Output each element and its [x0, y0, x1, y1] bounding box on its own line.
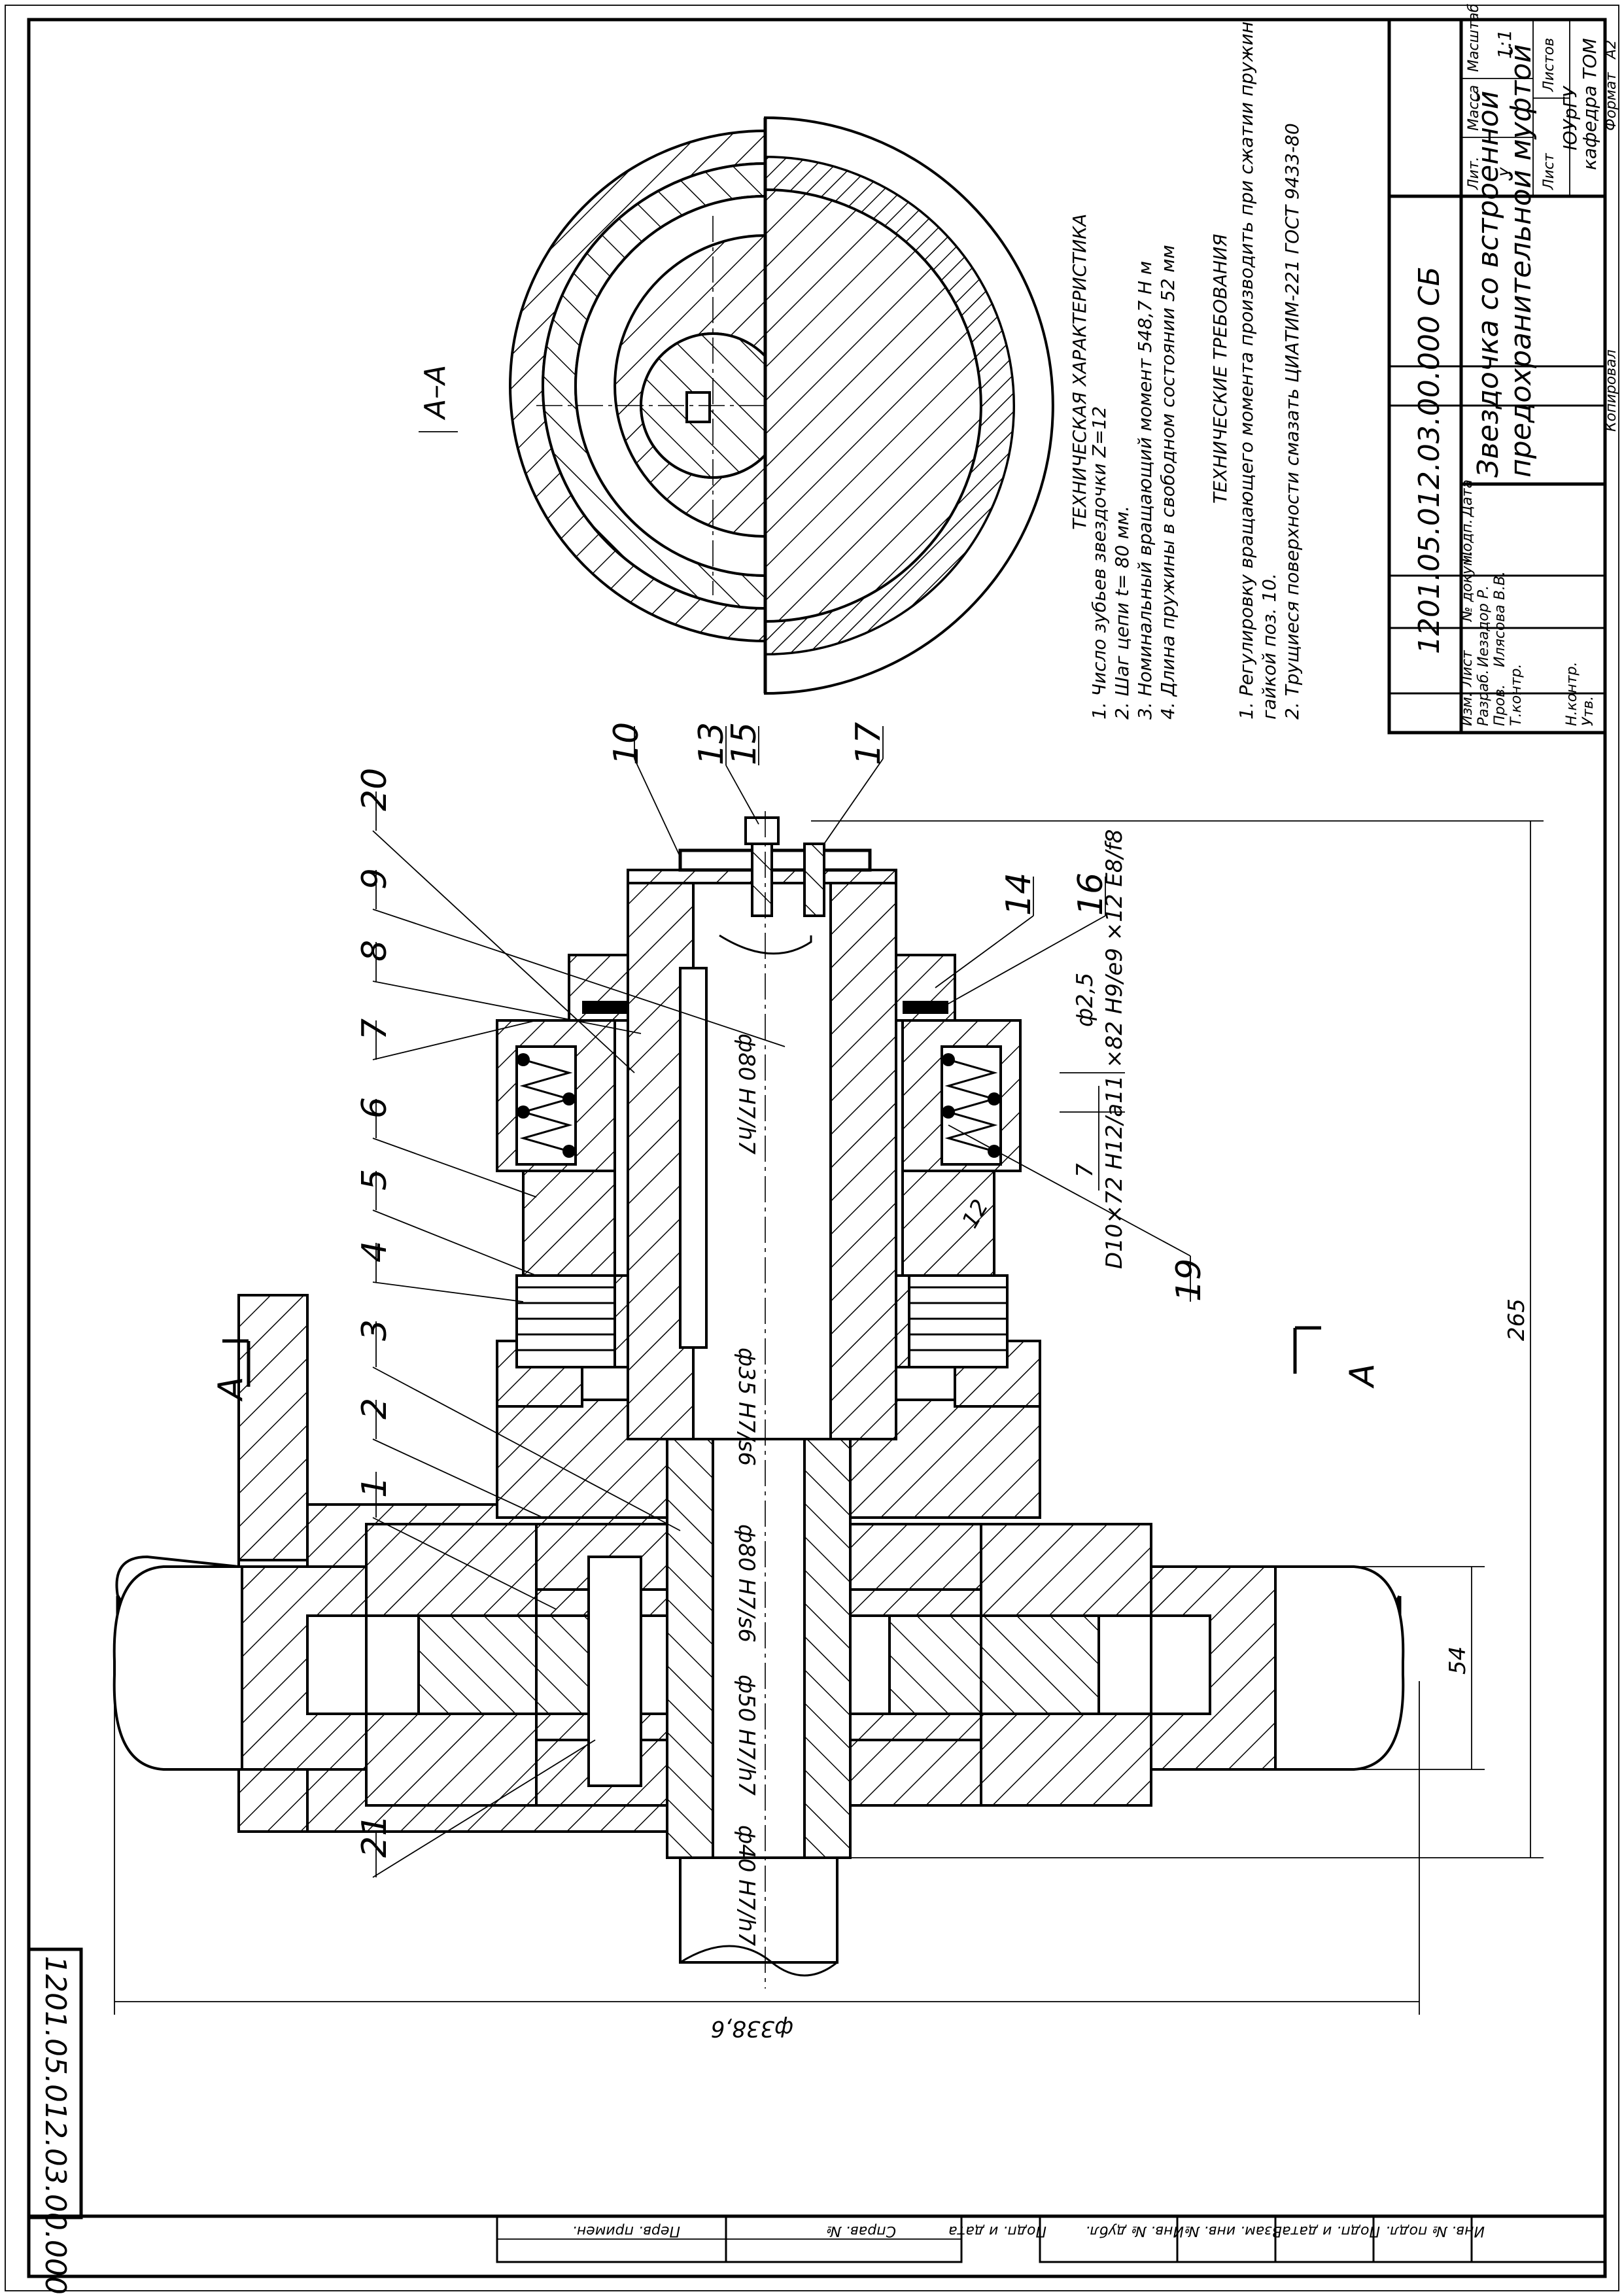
drawing-code-side: 1201.05.012.03.00.000 СБ [39, 1956, 72, 2296]
pos-17: 17 [849, 722, 888, 765]
title-name-line2: предохранительной муфтой [1504, 44, 1538, 478]
section-marks: А А [211, 1326, 1382, 1402]
lit-value: У [1498, 167, 1515, 177]
spring-right [941, 1045, 1002, 1166]
dim-54: 54 [1445, 1646, 1471, 1675]
pos-19: 19 [1169, 1259, 1209, 1302]
pos-14: 14 [999, 873, 1039, 916]
side-code-stamp: 1201.05.012.03.00.000 СБ [27, 1947, 83, 2296]
title-block: 1201.05.012.03.00.000 СБ Звездочка со вс… [1387, 3, 1619, 735]
row-izm: Изм. [1459, 692, 1476, 726]
drawing-frame [27, 18, 1607, 2278]
stamp-replace-inv: Взам. инв. № [1184, 2223, 1282, 2239]
tech-char-item-4: 4. Длина пружины в свободном состоянии 5… [1157, 245, 1179, 720]
spring-left [515, 1045, 577, 1166]
pos-9: 9 [355, 868, 394, 890]
tech-char-item-1: 1. Число зубьев звездочки Z=12 [1088, 406, 1110, 720]
pos-6: 6 [355, 1097, 394, 1119]
drawing-code-title: 1201.05.012.03.00.000 СБ [1413, 266, 1446, 654]
role-check: Пров. [1492, 684, 1508, 726]
sprocket-rim-right [1150, 1565, 1405, 1771]
role-develop: Разраб. [1476, 670, 1492, 726]
mass-label: Масса [1466, 85, 1482, 131]
dimensions: ф338,6 265 54 ф40 H7/h7 ф50 H7/h7 ф80 H7… [114, 820, 1544, 2042]
stamp-sign-date-1: Подп. и дата [1282, 2223, 1380, 2239]
tech-notes: ТЕХНИЧЕСКАЯ ХАРАКТЕРИСТИКА 1. Число зубь… [1069, 22, 1303, 720]
tech-req-item-2: гайкой поз. 10. [1258, 573, 1280, 720]
pos-20: 20 [355, 768, 394, 811]
sheet-border [5, 5, 1619, 2291]
dim-fit-80s: ф80 H7/s6 [733, 1524, 759, 1643]
pos-3: 3 [355, 1319, 394, 1341]
org-line1: ЮУрГУ [1559, 85, 1581, 150]
section-marker-left: А [211, 1376, 251, 1402]
sprocket-rim-left [112, 1565, 368, 1771]
dim-length: 265 [1504, 1298, 1530, 1341]
pos-15: 15 [725, 722, 764, 765]
pos-13: 13 [692, 722, 731, 765]
copied-label: Копировал [1603, 349, 1619, 432]
shaft [666, 1438, 852, 1977]
pos-5: 5 [355, 1169, 394, 1191]
tech-char-heading: ТЕХНИЧЕСКАЯ ХАРАКТЕРИСТИКА [1069, 214, 1090, 530]
pos-4: 4 [355, 1241, 394, 1262]
format-label: Формат [1603, 72, 1619, 131]
role-approve: Утв. [1580, 696, 1597, 726]
role-ncontrol: Н.контр. [1564, 662, 1580, 726]
tech-req-heading: ТЕХНИЧЕСКИЕ ТРЕБОВАНИЯ [1209, 234, 1231, 504]
name-check: Илясова В.В. [1492, 571, 1508, 667]
section-marker-right: А [1343, 1363, 1382, 1389]
pos-10: 10 [607, 722, 646, 765]
dim-pitch-7: 7 [1072, 1163, 1098, 1177]
disc-pack-right [882, 1274, 1009, 1368]
stamp-inv-dup: Инв. № дубл. [1085, 2223, 1184, 2239]
inner-sleeve [627, 869, 897, 1440]
bottom-stamp: Перв. примен. Справ. № Инв. № подл. Подп… [496, 2215, 1606, 2263]
row-date: Дата [1459, 479, 1476, 517]
section-aa-title: А–А [419, 365, 452, 421]
sheet-label: Лист [1541, 152, 1557, 190]
pos-2: 2 [355, 1398, 394, 1419]
format-value: А2 [1603, 40, 1619, 60]
dim-wire: ф2,5 [1072, 973, 1098, 1027]
dim-fit-40: ф40 H7/h7 [733, 1825, 759, 1946]
lit-label: Лит. [1466, 156, 1482, 190]
section-aa: А–А [419, 116, 1054, 695]
stamp-first-use: Перв. примен. [572, 2223, 680, 2239]
dim-fit-80h: ф80 H7/h7 [733, 1034, 759, 1155]
pos-21: 21 [355, 1815, 394, 1858]
tech-req-item-3: 2. Трущиеся поверхности смазать ЦИАТИМ-2… [1281, 123, 1303, 720]
pos-7: 7 [355, 1018, 394, 1040]
pos-16: 16 [1071, 873, 1111, 916]
tech-char-item-2: 2. Шаг цепи t= 80 мм. [1111, 506, 1133, 720]
tech-char-item-3: 3. Номинальный вращающий момент 548,7 Н … [1134, 261, 1156, 720]
dim-fit-35: ф35 H7/s6 [733, 1348, 759, 1466]
row-sign: Подп. [1459, 519, 1476, 563]
tech-req-item-1: 1. Регулировку вращающего момента произв… [1235, 22, 1257, 720]
dim-d-outer: ф338,6 [711, 2015, 793, 2042]
sheets-label: Листов [1541, 38, 1557, 92]
row-list: Лист [1459, 650, 1476, 687]
role-tcontrol: Т.контр. [1508, 664, 1525, 726]
position-labels: 1 2 3 4 5 6 7 8 9 10 13 15 17 14 16 19 2… [355, 722, 1209, 1878]
stamp-ref-no: Справ. № [826, 2223, 896, 2239]
org-line2: кафедра ТОМ [1579, 38, 1600, 170]
row-doc: № докум. [1459, 551, 1476, 622]
dim-fit-50: ф50 H7/h7 [733, 1675, 759, 1796]
scale-label: Масштаб [1466, 3, 1482, 72]
scale-value: 1:1 [1494, 29, 1515, 59]
pos-8: 8 [355, 940, 394, 962]
disc-pack-left [515, 1274, 642, 1368]
pos-1: 1 [355, 1476, 394, 1498]
name-develop: Иезадор Р. [1476, 585, 1492, 667]
stamp-inv-orig: Инв. № подл. [1385, 2223, 1485, 2239]
title-name-line1: Звездочка со встроенной [1472, 91, 1505, 478]
stamp-sign-date-2: Подп. и дата [948, 2223, 1046, 2239]
